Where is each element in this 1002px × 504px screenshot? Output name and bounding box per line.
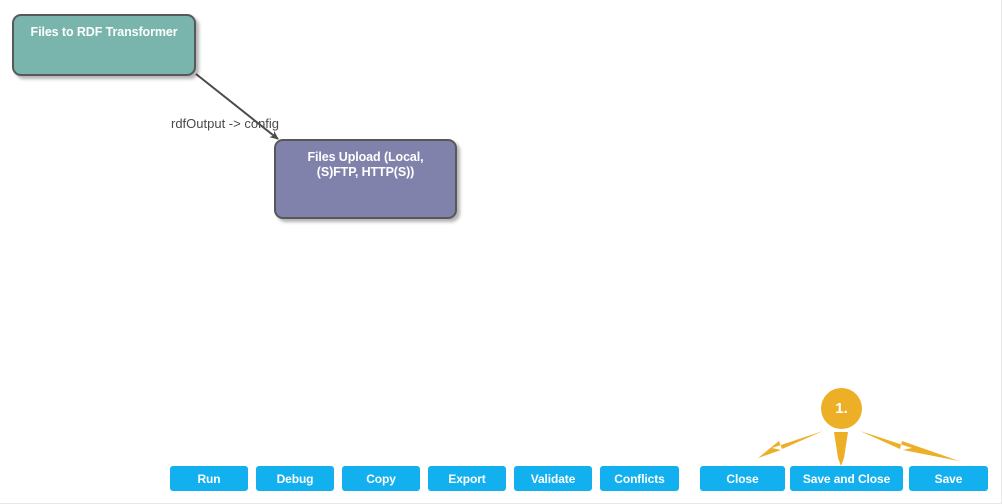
node-files-to-rdf-transformer[interactable]: Files to RDF Transformer xyxy=(12,14,196,76)
copy-button[interactable]: Copy xyxy=(342,466,420,491)
node-label: Files Upload (Local, (S)FTP, HTTP(S)) xyxy=(307,150,424,179)
save-button[interactable]: Save xyxy=(909,466,988,491)
debug-button[interactable]: Debug xyxy=(256,466,334,491)
close-button[interactable]: Close xyxy=(700,466,785,491)
conflicts-button[interactable]: Conflicts xyxy=(600,466,679,491)
save-and-close-button[interactable]: Save and Close xyxy=(790,466,903,491)
node-label: Files to RDF Transformer xyxy=(30,25,178,39)
editor-toolbar: Run Debug Copy Export Validate Conflicts… xyxy=(0,460,1002,504)
node-files-upload[interactable]: Files Upload (Local, (S)FTP, HTTP(S)) xyxy=(274,139,457,219)
pipeline-canvas[interactable]: Files to RDF Transformer Files Upload (L… xyxy=(0,0,1002,460)
edge-label-rdfoutput-config: rdfOutput -> config xyxy=(171,116,280,131)
export-button[interactable]: Export xyxy=(428,466,506,491)
validate-button[interactable]: Validate xyxy=(514,466,592,491)
run-button[interactable]: Run xyxy=(170,466,248,491)
